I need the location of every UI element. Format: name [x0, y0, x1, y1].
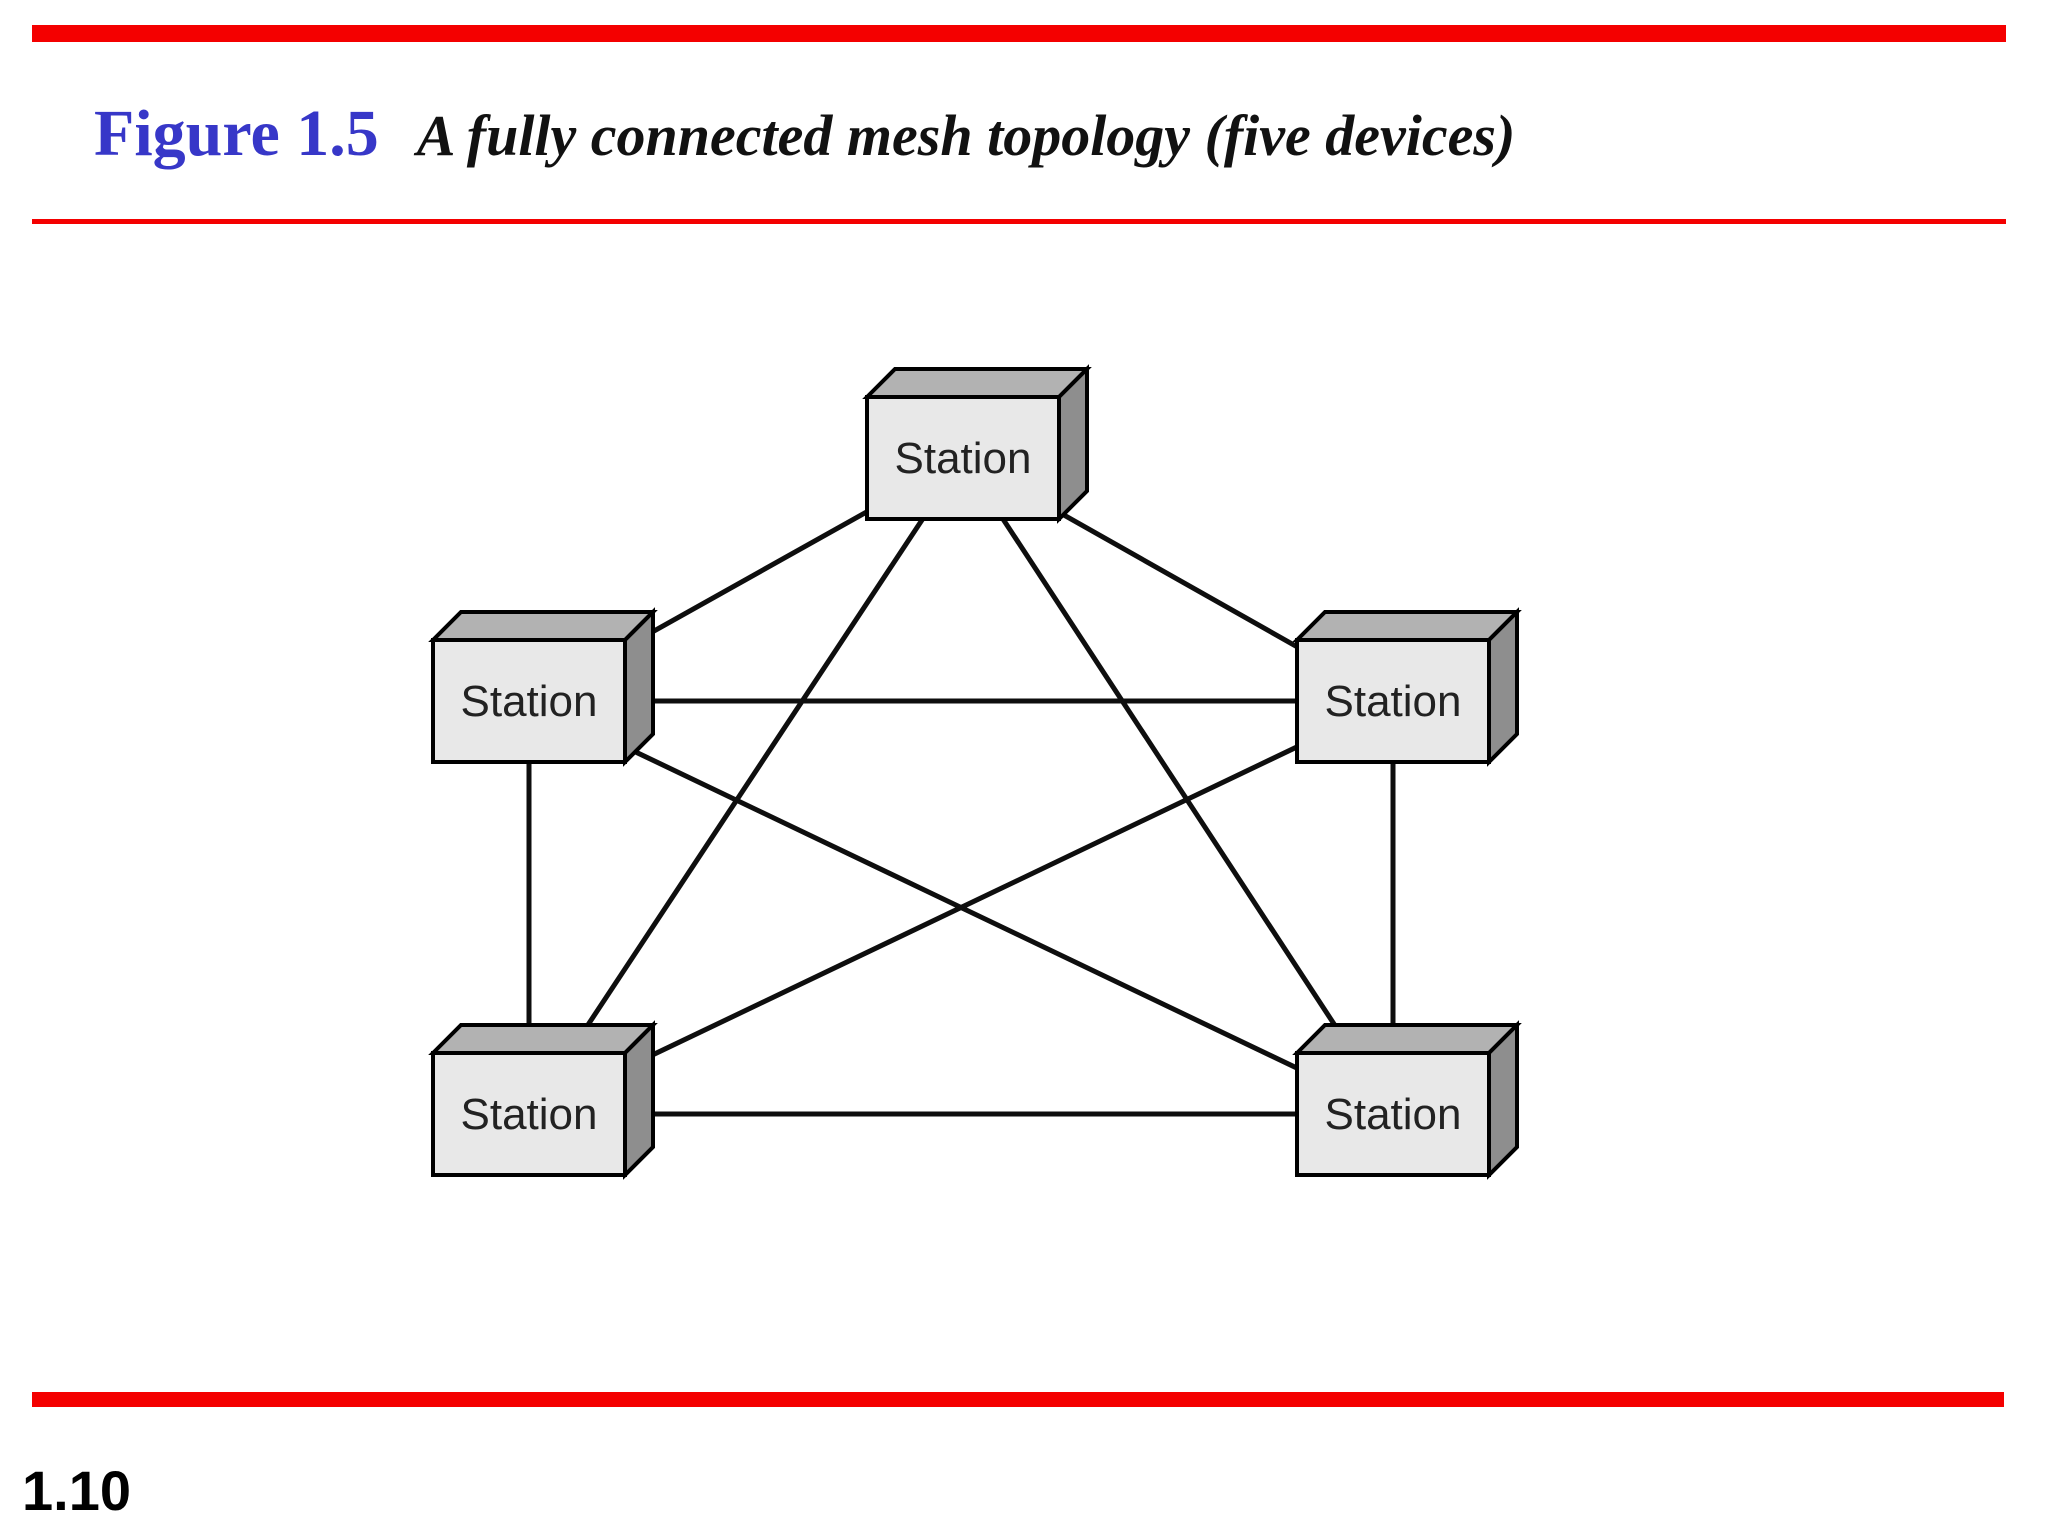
station-label: Station [461, 677, 598, 726]
station-box-middle-right: Station [1292, 607, 1522, 767]
station-box-top-face [428, 1023, 658, 1055]
station-label: Station [1325, 1090, 1462, 1139]
station-box-front-face [865, 395, 1061, 521]
station-box-top-face [428, 610, 658, 642]
title-underline [32, 219, 2006, 224]
mesh-link-middle-right-bottom-left [527, 698, 1395, 1117]
station-label: Station [895, 434, 1032, 483]
mesh-links [526, 455, 1396, 1117]
station-box-bottom-right: Station [1292, 1020, 1522, 1180]
station-box-top-face [1292, 1023, 1522, 1055]
station-box-front-face [431, 1051, 627, 1177]
top-red-bar [32, 25, 2006, 42]
station-box-middle-left: Station [428, 607, 658, 767]
station-box-top: Station [862, 364, 1092, 524]
station-box-bottom-left: Station [428, 1020, 658, 1180]
station-box-side-face [1057, 364, 1089, 524]
station-box-top-face [862, 367, 1092, 399]
station-label: Station [1325, 677, 1462, 726]
figure-caption: A fully connected mesh topology (five de… [416, 103, 1516, 168]
station-box-front-face [1295, 638, 1491, 764]
figure-title: Figure 1.5 A fully connected mesh topolo… [94, 96, 1994, 172]
figure-label: Figure 1.5 [94, 97, 379, 170]
station-box-side-face [1487, 1020, 1519, 1180]
bottom-red-bar [32, 1392, 2004, 1407]
mesh-link-top-bottom-right [960, 456, 1396, 1116]
station-label: Station [461, 1090, 598, 1139]
mesh-link-top-bottom-left [526, 456, 966, 1116]
station-box-side-face [623, 607, 655, 767]
station-box-side-face [1487, 607, 1519, 767]
station-box-front-face [431, 638, 627, 764]
page-number: 1.10 [22, 1459, 131, 1522]
station-box-top-face [1292, 610, 1522, 642]
station-box-side-face [623, 1020, 655, 1180]
station-box-front-face [1295, 1051, 1491, 1177]
